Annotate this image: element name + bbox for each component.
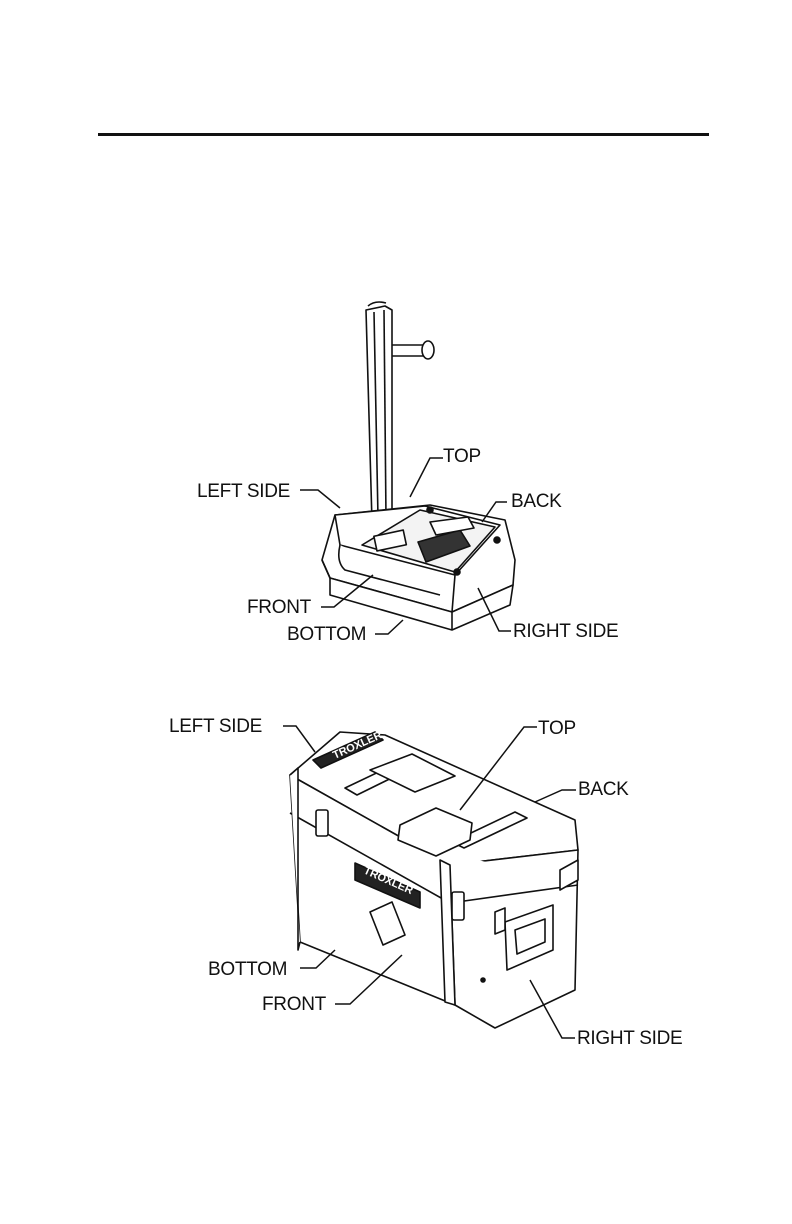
label-bottom: BOTTOM <box>287 625 366 644</box>
label-back: BACK <box>578 780 629 799</box>
gauge-illustration <box>0 0 792 680</box>
label-front: FRONT <box>262 995 326 1014</box>
label-left-side: LEFT SIDE <box>197 482 290 501</box>
transport-case-diagram: TROXLER TROXLER LEFT SIDE TOP BACK BOTTO… <box>0 680 792 1100</box>
label-right-side: RIGHT SIDE <box>513 622 618 641</box>
label-left-side: LEFT SIDE <box>169 717 262 736</box>
label-back: BACK <box>511 492 562 511</box>
gauge-diagram: LEFT SIDE TOP BACK FRONT BOTTOM RIGHT SI… <box>0 0 792 680</box>
label-front: FRONT <box>247 598 311 617</box>
label-top: TOP <box>538 719 576 738</box>
label-top: TOP <box>443 447 481 466</box>
label-right-side: RIGHT SIDE <box>577 1029 682 1048</box>
label-bottom: BOTTOM <box>208 960 287 979</box>
